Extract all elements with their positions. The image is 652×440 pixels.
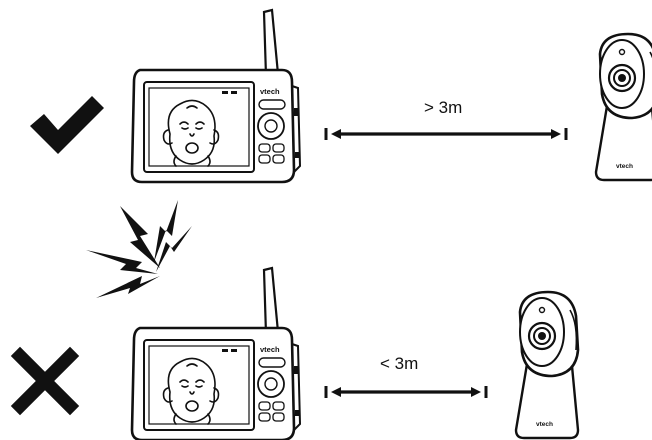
distance-arrow-bottom [326,386,486,398]
bottom-row [20,268,578,440]
baby-camera-top [596,34,652,180]
parent-monitor-bottom [132,268,300,440]
cross-icon [20,356,70,406]
checkmark-icon [30,96,104,154]
lightning-icon [86,200,192,298]
parent-monitor-top [132,10,300,182]
distance-arrow-top [326,128,566,140]
distance-label-bottom: < 3m [380,354,418,374]
distance-label-top: > 3m [424,98,462,118]
top-row [30,10,652,182]
baby-camera-bottom [516,292,578,438]
